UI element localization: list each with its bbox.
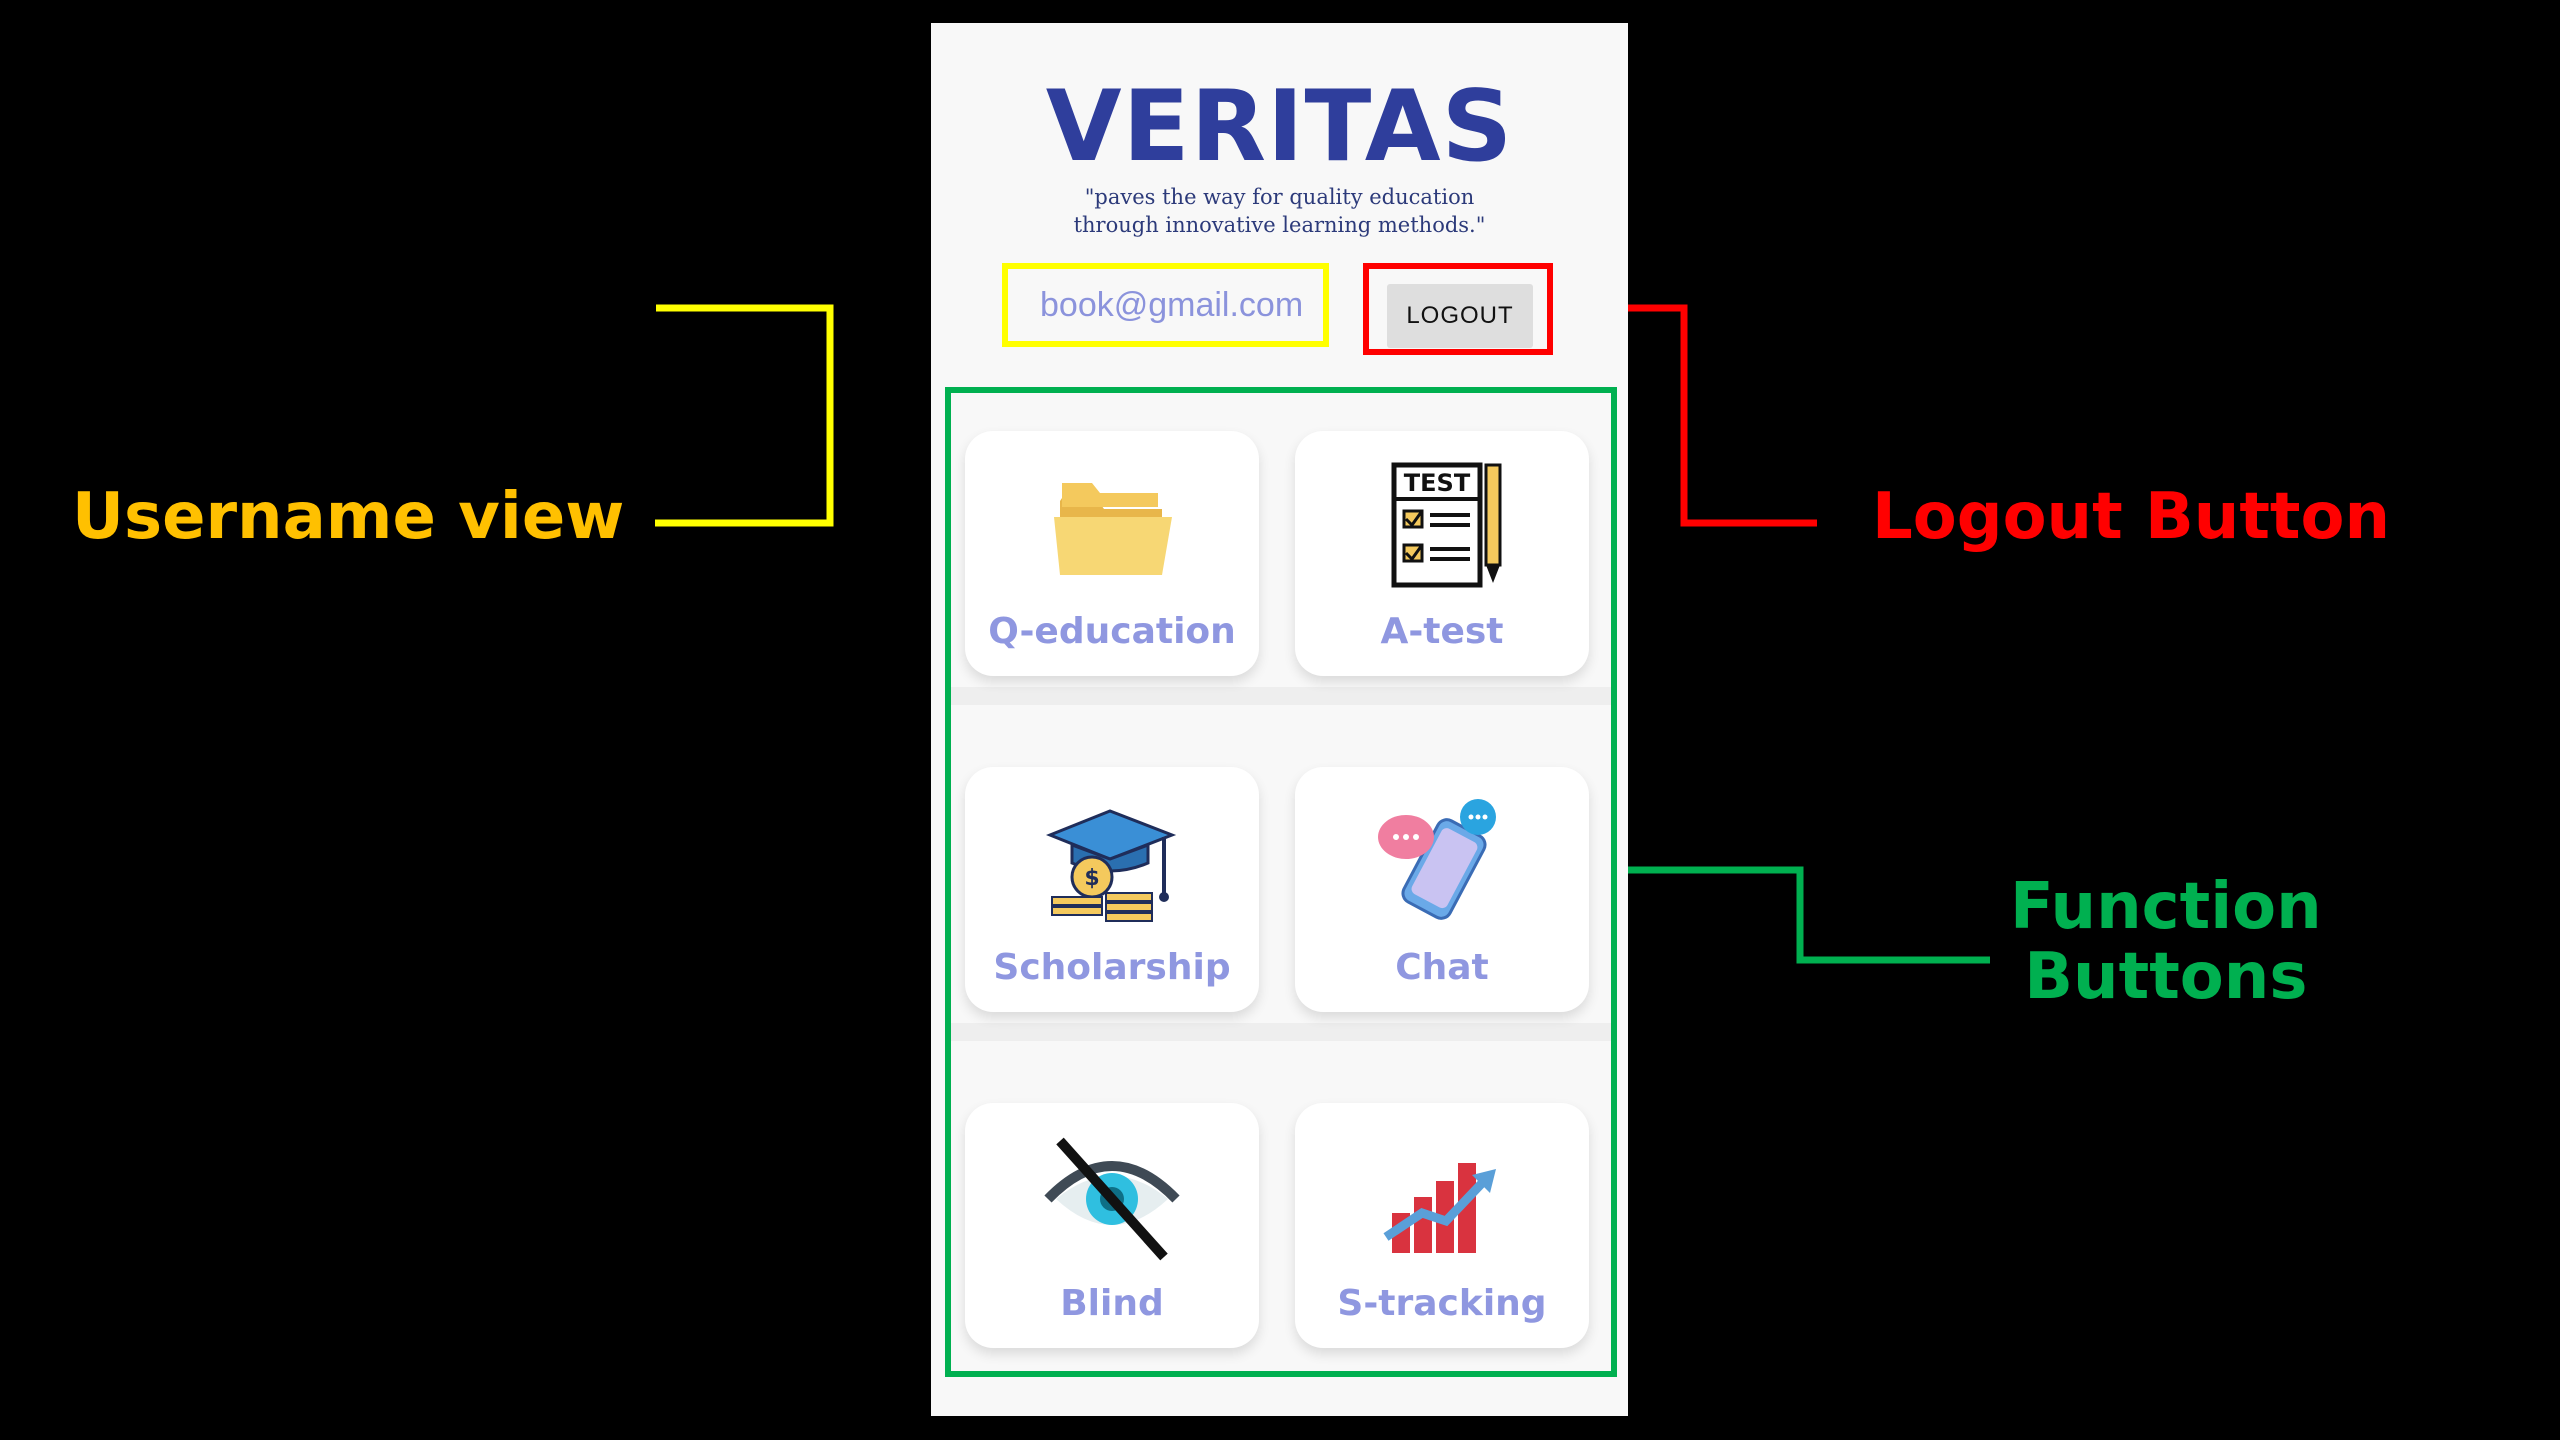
growth-chart-icon: [1383, 1163, 1496, 1253]
tile-label: Scholarship: [993, 947, 1231, 988]
function-buttons-grid: Q-education TEST: [945, 387, 1617, 1377]
tile-q-education[interactable]: Q-education: [965, 431, 1259, 676]
tile-label: Q-education: [988, 611, 1236, 652]
function-connector-line: [1614, 866, 1990, 964]
folder-icon: [1054, 483, 1172, 575]
tile-blind[interactable]: Blind: [965, 1103, 1259, 1348]
tile-label: Blind: [1060, 1283, 1164, 1324]
tile-a-test[interactable]: TEST A-test: [1295, 431, 1589, 676]
tagline-line-2: through innovative learning methods.": [1073, 213, 1486, 237]
function-buttons-callout: Function Buttons: [2010, 872, 2322, 1013]
app-screen: VERITAS "paves the way for quality educa…: [931, 23, 1628, 1416]
logout-button[interactable]: LOGOUT: [1387, 284, 1533, 348]
graduation-cap-coin-icon: $: [1045, 809, 1177, 922]
username-connector-line: [655, 304, 834, 527]
username-view: book@gmail.com: [1002, 263, 1329, 347]
phone-chat-icon: [1378, 799, 1496, 920]
tile-chat[interactable]: Chat: [1295, 767, 1589, 1012]
tagline: "paves the way for quality education thr…: [931, 183, 1628, 239]
svg-text:$: $: [1084, 866, 1099, 891]
eye-slash-icon: [1044, 1137, 1180, 1261]
username-text: book@gmail.com: [1040, 285, 1304, 324]
logout-button-callout: Logout Button: [1872, 480, 2391, 554]
svg-text:TEST: TEST: [1404, 469, 1471, 497]
veritas-logo: VERITAS: [1045, 70, 1514, 184]
row-divider: [951, 1023, 1611, 1041]
tile-label: Chat: [1395, 947, 1489, 988]
tile-label: A-test: [1380, 611, 1504, 652]
tagline-line-1: "paves the way for quality education: [1084, 185, 1475, 209]
test-checklist-icon: TEST: [1391, 462, 1502, 588]
tile-label: S-tracking: [1337, 1283, 1547, 1324]
tile-s-tracking[interactable]: S-tracking: [1295, 1103, 1589, 1348]
row-divider: [951, 687, 1611, 705]
function-callout-line-2: Buttons: [2024, 940, 2308, 1015]
username-view-callout: Username view: [72, 480, 625, 554]
tile-scholarship[interactable]: $ Scholarship: [965, 767, 1259, 1012]
logout-highlight: LOGOUT: [1363, 263, 1553, 355]
function-callout-line-1: Function: [2010, 870, 2322, 944]
